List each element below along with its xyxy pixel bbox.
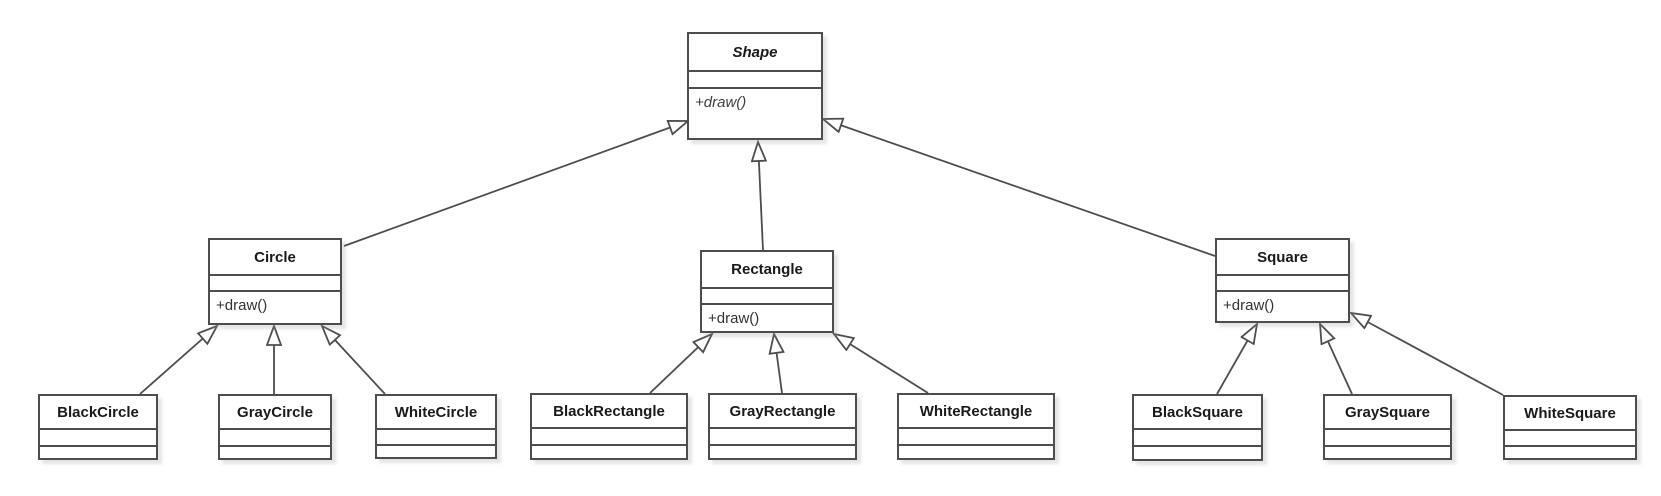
class-attributes-section-rectangle [702, 289, 832, 305]
class-title-white-circle: WhiteCircle [377, 396, 495, 430]
class-box-gray-rectangle[interactable]: GrayRectangle [708, 393, 857, 460]
inheritance-arrow-gray-square-to-square[interactable] [1320, 324, 1353, 395]
inheritance-arrow-circle-to-shape[interactable] [343, 121, 688, 247]
class-methods-section-white-rectangle [899, 446, 1053, 458]
class-methods-section-gray-square [1325, 447, 1450, 458]
class-methods-section-gray-rectangle [710, 446, 855, 458]
class-methods-section-gray-circle [220, 447, 330, 458]
inheritance-arrow-black-rectangle-to-rectangle[interactable] [649, 334, 712, 394]
class-methods-section-rectangle: +draw() [702, 305, 832, 331]
class-attributes-section-square [1217, 276, 1348, 292]
class-methods-section-white-square [1505, 447, 1635, 458]
class-attributes-section-white-rectangle [899, 429, 1053, 446]
class-box-black-rectangle[interactable]: BlackRectangle [530, 393, 688, 460]
class-attributes-section-gray-rectangle [710, 429, 855, 446]
inheritance-arrow-gray-rectangle-to-rectangle[interactable] [774, 334, 782, 394]
class-title-black-rectangle: BlackRectangle [532, 395, 686, 429]
class-box-circle[interactable]: Circle +draw() [208, 238, 342, 325]
class-attributes-section-black-circle [40, 430, 156, 447]
inheritance-arrow-white-rectangle-to-rectangle[interactable] [834, 334, 929, 394]
class-title-black-square: BlackSquare [1134, 396, 1261, 430]
class-box-gray-square[interactable]: GraySquare [1323, 394, 1452, 460]
class-attributes-section-shape [689, 72, 821, 89]
method-label-circle: +draw() [216, 297, 268, 314]
inheritance-arrow-white-circle-to-circle[interactable] [322, 326, 386, 395]
class-box-black-square[interactable]: BlackSquare [1132, 394, 1263, 461]
class-box-square[interactable]: Square +draw() [1215, 238, 1350, 323]
class-box-rectangle[interactable]: Rectangle +draw() [700, 250, 834, 333]
class-title-gray-rectangle: GrayRectangle [710, 395, 855, 429]
method-label-square: +draw() [1223, 297, 1275, 314]
inheritance-arrow-black-circle-to-circle[interactable] [139, 326, 217, 395]
class-box-gray-circle[interactable]: GrayCircle [218, 394, 332, 460]
inheritance-arrow-square-to-shape[interactable] [823, 119, 1216, 257]
class-methods-section-circle: +draw() [210, 292, 340, 323]
class-title-gray-circle: GrayCircle [220, 396, 330, 430]
class-attributes-section-black-square [1134, 430, 1261, 447]
class-box-white-square[interactable]: WhiteSquare [1503, 395, 1637, 460]
method-label-shape: +draw() [695, 94, 747, 111]
class-attributes-section-white-square [1505, 431, 1635, 447]
class-title-square: Square [1217, 240, 1348, 276]
inheritance-arrow-white-square-to-square[interactable] [1351, 313, 1504, 396]
class-attributes-section-circle [210, 276, 340, 292]
class-methods-section-black-square [1134, 447, 1261, 459]
class-box-white-circle[interactable]: WhiteCircle [375, 394, 497, 459]
class-title-black-circle: BlackCircle [40, 396, 156, 430]
class-attributes-section-white-circle [377, 430, 495, 446]
class-methods-section-shape: +draw() [689, 89, 821, 138]
class-box-shape[interactable]: Shape +draw() [687, 32, 823, 140]
class-title-shape: Shape [689, 34, 821, 72]
method-label-rectangle: +draw() [708, 310, 760, 327]
class-attributes-section-black-rectangle [532, 429, 686, 446]
class-title-rectangle: Rectangle [702, 252, 832, 289]
inheritance-arrow-rectangle-to-shape[interactable] [758, 142, 763, 251]
class-box-white-rectangle[interactable]: WhiteRectangle [897, 393, 1055, 460]
class-methods-section-black-rectangle [532, 446, 686, 458]
class-box-black-circle[interactable]: BlackCircle [38, 394, 158, 460]
class-methods-section-black-circle [40, 447, 156, 458]
class-title-white-square: WhiteSquare [1505, 397, 1635, 431]
class-attributes-section-gray-square [1325, 430, 1450, 447]
class-attributes-section-gray-circle [220, 430, 330, 447]
class-title-gray-square: GraySquare [1325, 396, 1450, 430]
class-title-circle: Circle [210, 240, 340, 276]
class-methods-section-white-circle [377, 446, 495, 457]
class-methods-section-square: +draw() [1217, 292, 1348, 321]
inheritance-arrow-black-square-to-square[interactable] [1216, 324, 1257, 395]
class-title-white-rectangle: WhiteRectangle [899, 395, 1053, 429]
